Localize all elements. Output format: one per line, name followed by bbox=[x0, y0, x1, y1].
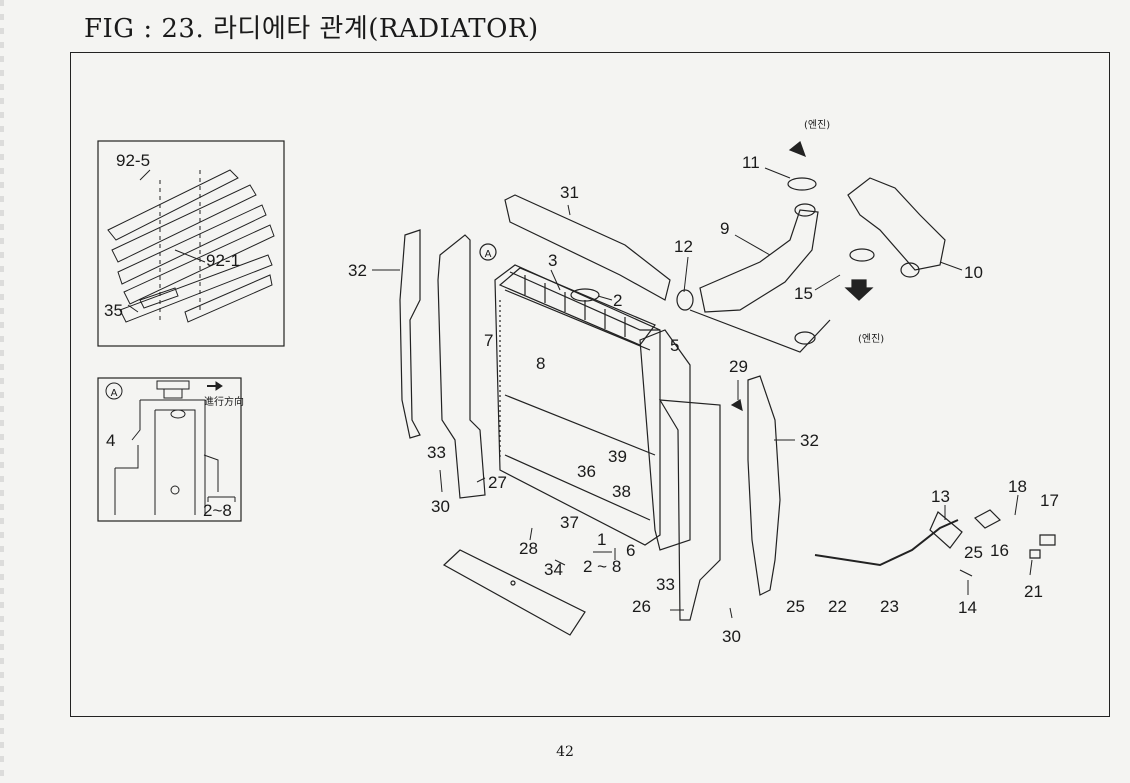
label-33-left: 33 bbox=[427, 443, 446, 462]
figure-frame bbox=[70, 52, 1110, 717]
label-32-right: 32 bbox=[800, 431, 819, 450]
grille-sketch bbox=[107, 169, 275, 323]
label-2-8-detail: 2~8 bbox=[203, 501, 232, 520]
label-15: 15 bbox=[794, 284, 813, 303]
page-number: 42 bbox=[556, 744, 574, 760]
upper-hose bbox=[699, 209, 819, 313]
label-6: 6 bbox=[626, 541, 635, 560]
label-30-bottom: 30 bbox=[722, 627, 741, 646]
side-seal-left bbox=[399, 229, 421, 439]
direction-text: 進行方向 bbox=[204, 395, 244, 408]
label-92-1: 92-1 bbox=[206, 251, 240, 270]
engine-label-top: (엔진) bbox=[804, 119, 830, 131]
label-32-left: 32 bbox=[348, 261, 367, 280]
label-10: 10 bbox=[964, 263, 983, 282]
label-28: 28 bbox=[519, 539, 538, 558]
inset-detail-box bbox=[97, 377, 242, 522]
label-8: 8 bbox=[536, 354, 545, 373]
radiator-core bbox=[494, 264, 661, 546]
side-panel-left bbox=[437, 234, 486, 499]
label-17: 17 bbox=[1040, 491, 1059, 510]
label-92-5: 92-5 bbox=[116, 151, 150, 170]
label-26: 26 bbox=[632, 597, 651, 616]
label-9: 9 bbox=[720, 219, 729, 238]
label-25-bottom: 25 bbox=[786, 597, 805, 616]
label-33-bottom: 33 bbox=[656, 575, 675, 594]
inset-top-box bbox=[97, 140, 285, 347]
label-31: 31 bbox=[560, 183, 579, 202]
page-title: FIG : 23. 라디에타 관계(RADIATOR) bbox=[84, 14, 539, 44]
label-39: 39 bbox=[608, 447, 627, 466]
reservoir-hose bbox=[814, 519, 959, 567]
label-13: 13 bbox=[931, 487, 950, 506]
label-1: 1 bbox=[597, 530, 606, 549]
label-30-left: 30 bbox=[431, 497, 450, 516]
label-36: 36 bbox=[577, 462, 596, 481]
label-3: 3 bbox=[548, 251, 557, 270]
label-21: 21 bbox=[1024, 582, 1043, 601]
side-seal-right bbox=[747, 375, 781, 596]
scan-edge bbox=[0, 0, 4, 783]
label-29: 29 bbox=[729, 357, 748, 376]
label-4: 4 bbox=[106, 431, 115, 450]
label-2-8-main: 2 ~ 8 bbox=[583, 557, 621, 576]
label-5: 5 bbox=[670, 336, 679, 355]
lower-hose bbox=[847, 177, 946, 271]
under-cover bbox=[442, 549, 586, 636]
label-38: 38 bbox=[612, 482, 631, 501]
label-2: 2 bbox=[613, 291, 622, 310]
upper-shroud bbox=[504, 194, 671, 301]
label-37: 37 bbox=[560, 513, 579, 532]
label-18: 18 bbox=[1008, 477, 1027, 496]
marker-a-detail-label: A bbox=[111, 388, 118, 399]
label-12: 12 bbox=[674, 237, 693, 256]
detail-sketch bbox=[105, 380, 236, 515]
marker-a-main-label: A bbox=[485, 249, 492, 260]
label-16: 16 bbox=[990, 541, 1009, 560]
label-25-right: 25 bbox=[964, 543, 983, 562]
label-34: 34 bbox=[544, 560, 563, 579]
label-22: 22 bbox=[828, 597, 847, 616]
marker-a-main bbox=[479, 243, 497, 261]
label-7: 7 bbox=[484, 331, 493, 350]
label-27: 27 bbox=[488, 473, 507, 492]
label-23: 23 bbox=[880, 597, 899, 616]
label-11: 11 bbox=[742, 153, 760, 172]
lower-shroud bbox=[658, 399, 721, 621]
label-35: 35 bbox=[104, 301, 123, 320]
label-14: 14 bbox=[958, 598, 977, 617]
engine-label-bottom: (엔진) bbox=[858, 333, 884, 345]
